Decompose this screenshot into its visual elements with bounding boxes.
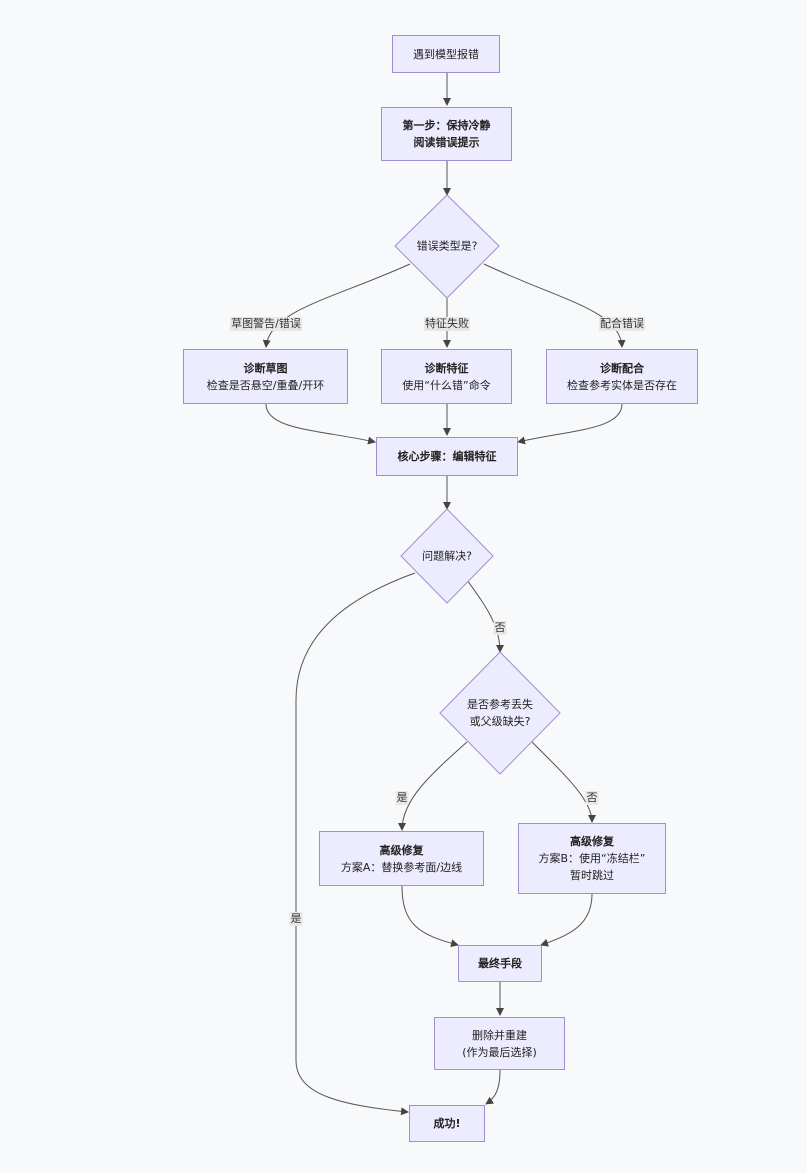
node-success-label: 成功! xyxy=(433,1117,461,1130)
edge-ref-advb xyxy=(531,741,596,823)
edge-label-yes-solved: 是 xyxy=(289,912,303,926)
node-step1-line2: 阅读错误提示 xyxy=(413,136,480,149)
node-diag-mate-title: 诊断配合 xyxy=(600,361,644,375)
node-adv-b: 高级修复 方案B：使用“冻结栏” 暂时跳过 xyxy=(518,823,666,894)
node-last: 最终手段 xyxy=(458,945,542,982)
edge-label-yes-ref: 是 xyxy=(395,791,409,805)
edge-sketch-core xyxy=(265,403,376,445)
node-diag-sketch-title: 诊断草图 xyxy=(243,361,288,375)
node-diag-feature-title: 诊断特征 xyxy=(424,361,469,375)
edge-label-no-ref: 否 xyxy=(585,791,599,805)
node-adv-a: 高级修复 方案A：替换参考面/边线 xyxy=(319,831,484,886)
edge-advb-last xyxy=(540,893,593,947)
decision-ref-missing xyxy=(439,651,561,775)
node-start: 遇到模型报错 xyxy=(392,35,500,73)
node-start-label: 遇到模型报错 xyxy=(413,47,479,61)
node-adv-a-title: 高级修复 xyxy=(379,843,424,857)
node-last-label: 最终手段 xyxy=(478,957,522,970)
node-diag-sketch-desc: 检查是否悬空/重叠/开环 xyxy=(206,378,325,392)
decision-solved-label: 问题解决? xyxy=(422,549,472,563)
decision-solved xyxy=(400,508,494,604)
edge-label-feature: 特征失败 xyxy=(424,317,470,331)
edge-type-mate xyxy=(483,263,626,348)
node-core: 核心步骤：编辑特征 xyxy=(376,437,518,476)
edge-type-sketch xyxy=(262,263,411,348)
node-core-label: 核心步骤：编辑特征 xyxy=(397,450,497,463)
decision-error-type xyxy=(394,194,500,299)
edge-label-mate: 配合错误 xyxy=(599,317,645,331)
node-step1-line1: 第一步：保持冷静 xyxy=(402,119,491,132)
node-step1: 第一步：保持冷静 阅读错误提示 xyxy=(381,107,512,161)
node-success: 成功! xyxy=(409,1105,485,1142)
node-diag-sketch: 诊断草图 检查是否悬空/重叠/开环 xyxy=(183,349,348,404)
node-rebuild: 删除并重建 (作为最后选择) xyxy=(434,1017,565,1070)
decision-ref-missing-label: 是否参考丢失 或父级缺失? xyxy=(467,698,533,728)
node-diag-feature-desc: 使用“什么错”命令 xyxy=(402,378,491,392)
node-diag-mate-desc: 检查参考实体是否存在 xyxy=(567,378,677,392)
node-diag-mate: 诊断配合 检查参考实体是否存在 xyxy=(546,349,698,404)
node-rebuild-line1: 删除并重建 xyxy=(472,1028,527,1042)
decision-error-type-label: 错误类型是? xyxy=(416,239,478,253)
node-diag-feature: 诊断特征 使用“什么错”命令 xyxy=(381,349,512,404)
edge-mate-core xyxy=(517,403,623,445)
edge-label-no-solved: 否 xyxy=(493,621,507,635)
node-adv-b-desc1: 方案B：使用“冻结栏” xyxy=(538,852,646,865)
node-adv-b-title: 高级修复 xyxy=(570,835,614,848)
node-adv-b-desc2: 暂时跳过 xyxy=(570,869,614,882)
edge-solved-success xyxy=(295,572,416,1116)
edge-solved-ref xyxy=(466,579,504,653)
edge-rebuild-success xyxy=(485,1069,501,1105)
node-rebuild-line2: (作为最后选择) xyxy=(462,1045,537,1059)
edge-adva-last xyxy=(401,885,459,948)
node-adv-a-desc: 方案A：替换参考面/边线 xyxy=(340,860,463,874)
edge-label-sketch: 草图警告/错误 xyxy=(230,317,302,331)
edge-ref-adva xyxy=(398,741,468,831)
